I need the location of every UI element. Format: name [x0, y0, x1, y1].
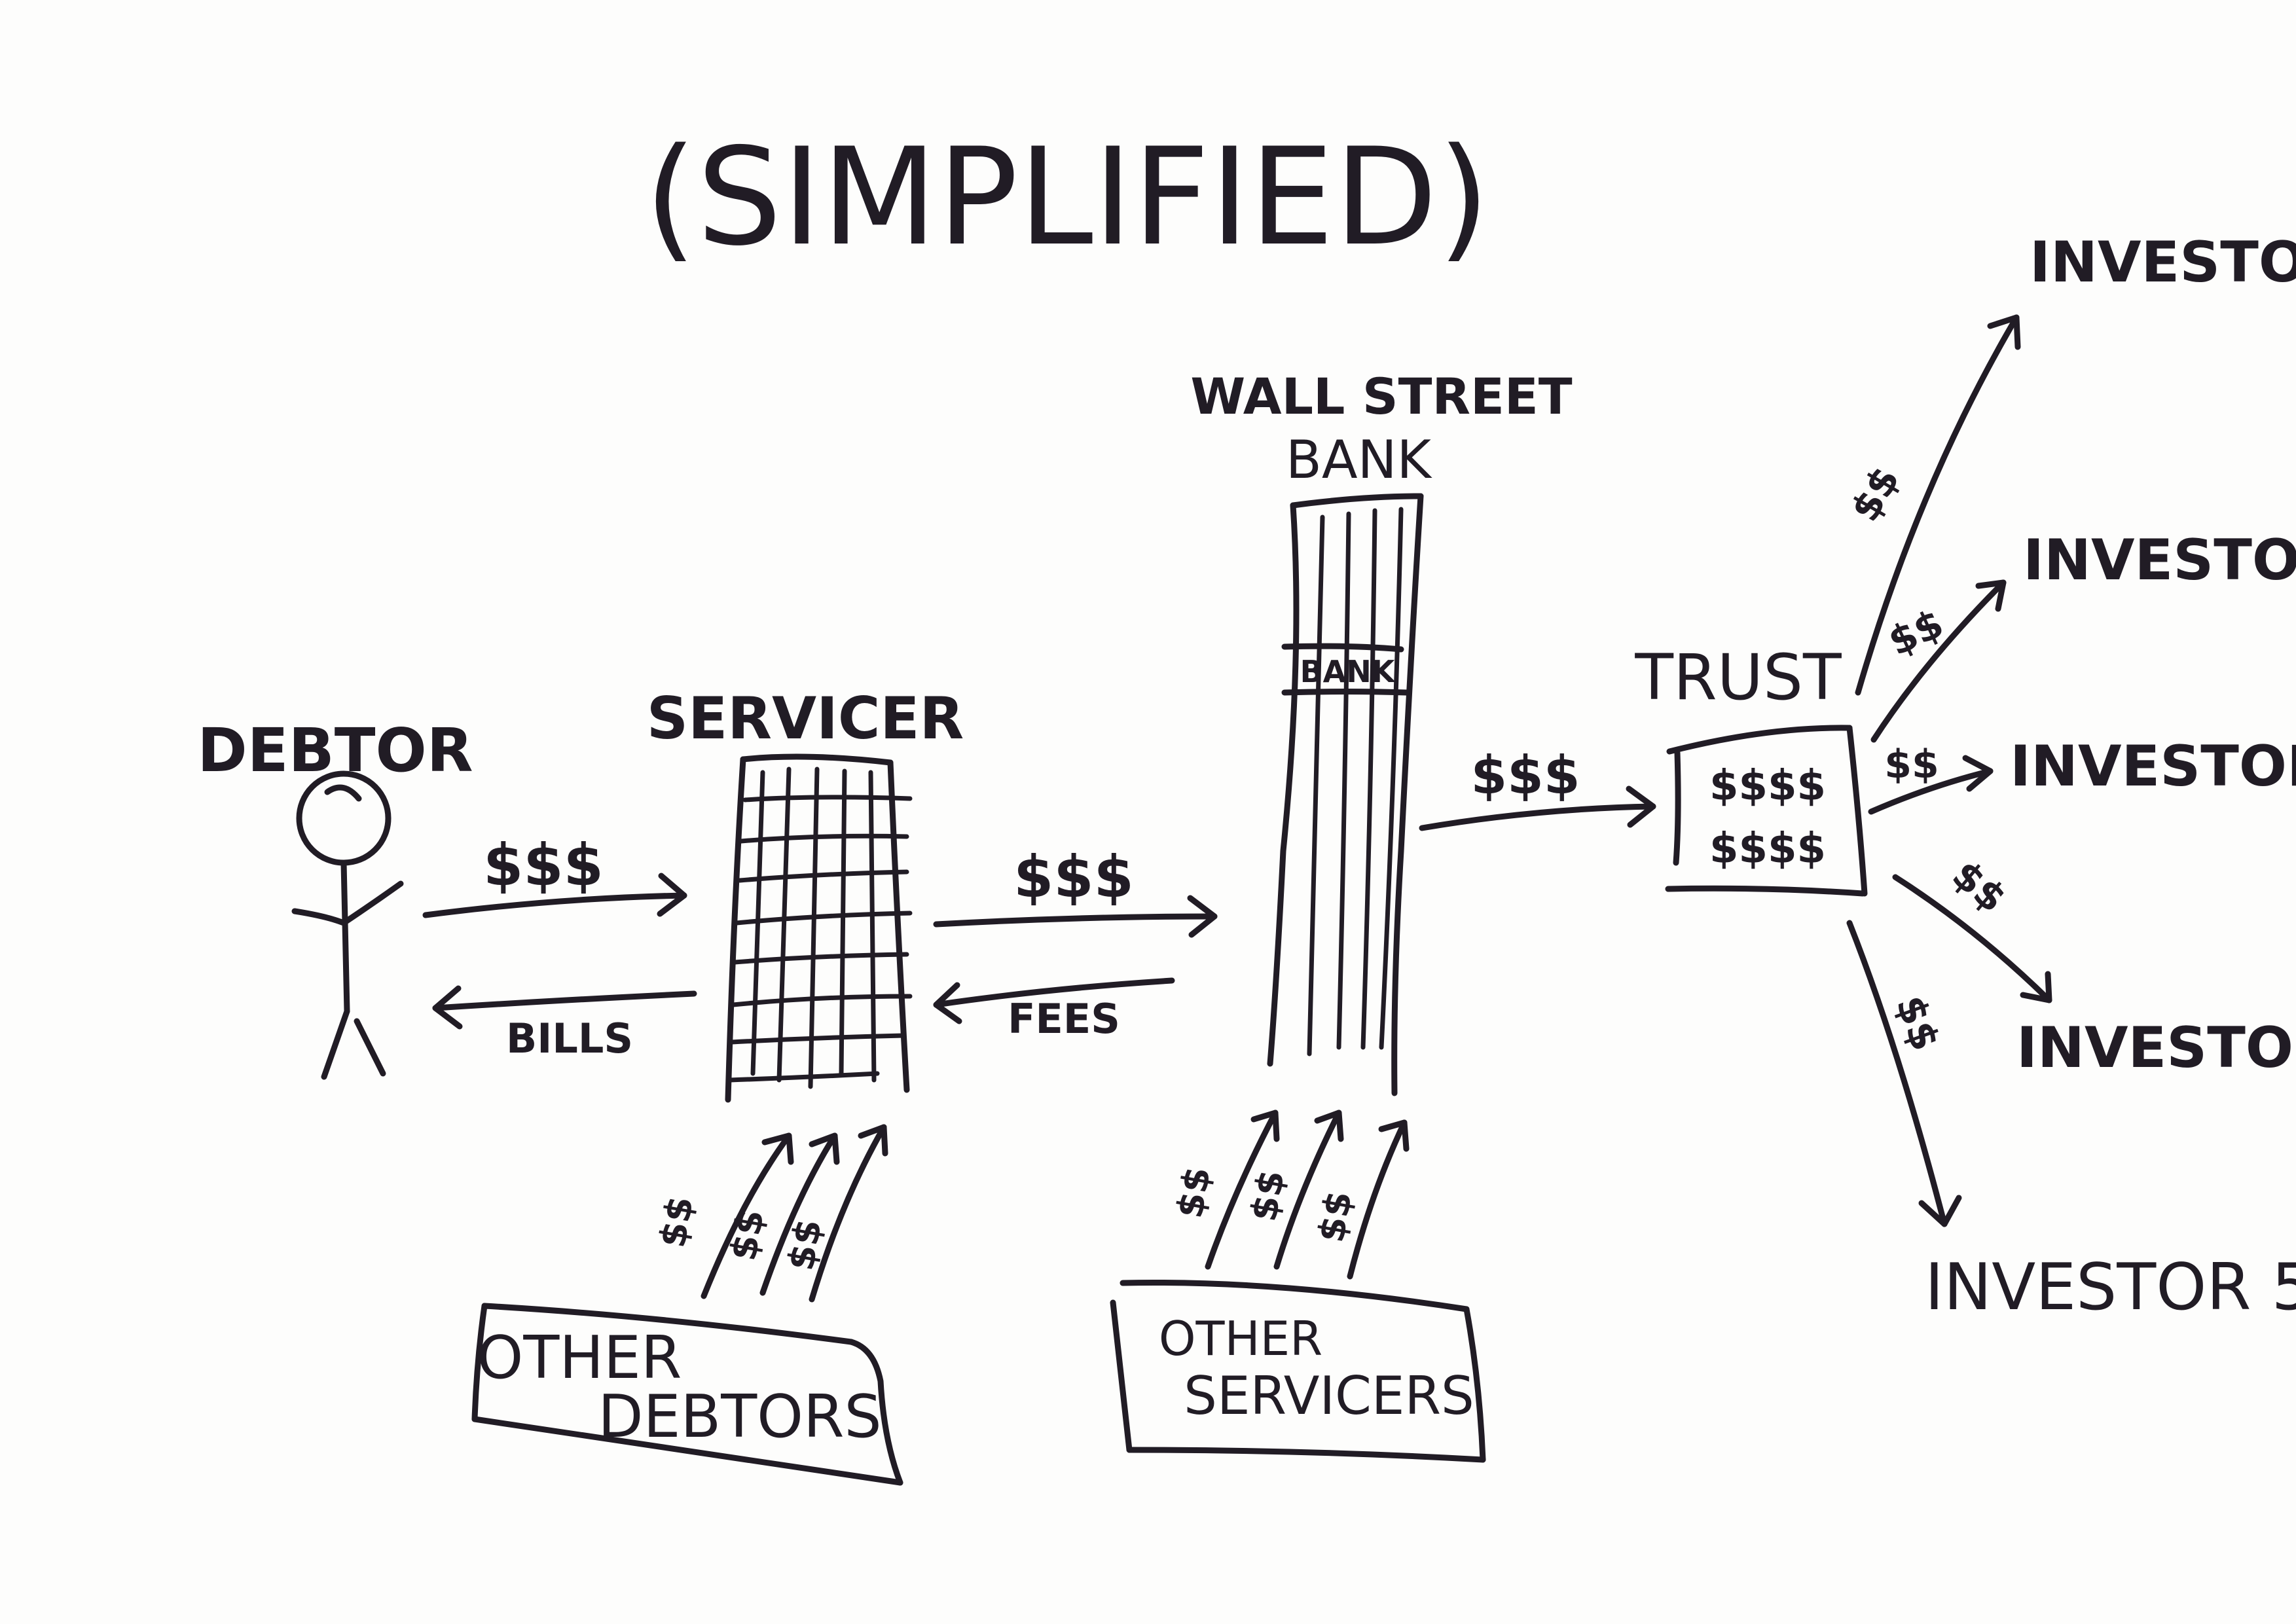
trust-contents-row1: $$$$ — [1709, 762, 1826, 810]
flow-label-bank-to-trust: $$$ — [1471, 745, 1580, 806]
arrow-servicer-to-bank — [933, 895, 1218, 938]
trust-contents-row2: $$$$ — [1709, 825, 1826, 873]
investor-2-label: INVESTOR 2 — [2023, 528, 2296, 593]
arrow-debtor-to-servicer — [422, 873, 687, 918]
servicer-building-icon — [725, 753, 913, 1103]
other-servicers-box — [1110, 1280, 1486, 1463]
trust-label: TRUST — [1634, 641, 1842, 714]
bank-label-line1: WALL STREET — [1190, 367, 1572, 425]
flow-label-other-servicers-2: $$ — [1243, 1167, 1294, 1225]
arrows-other-debtors-to-servicer — [701, 1124, 888, 1303]
arrow-trust-to-investor-4 — [1892, 874, 2052, 1003]
other-debtors-label-line1: OTHER — [477, 1324, 682, 1392]
arrow-servicer-to-debtor — [432, 985, 697, 1030]
arrow-bank-to-servicer — [933, 977, 1175, 1024]
flow-label-trust-to-investor-3: $$ — [1884, 742, 1939, 787]
arrow-trust-to-investor-1 — [1855, 314, 2021, 696]
flow-label-other-servicers-3: $$ — [1310, 1188, 1361, 1246]
arrows-other-servicers-to-bank — [1205, 1110, 1410, 1280]
arrow-trust-to-investor-3 — [1868, 755, 1994, 815]
investor-4-label: INVESTOR 4 — [2016, 1015, 2296, 1081]
other-servicers-label-line2: SERVICERS — [1184, 1365, 1474, 1426]
arrow-trust-to-investor-2 — [1870, 579, 2007, 743]
flow-label-servicer-to-bank: $$$ — [1013, 843, 1134, 911]
flow-label-debtor-to-servicer: $$$ — [483, 831, 604, 899]
flow-label-other-debtors-1: $$ — [651, 1193, 702, 1251]
trust-box — [1665, 725, 1868, 897]
bank-label-line2: BANK — [1286, 429, 1432, 490]
diagram-title: (SIMPLIFIED) — [644, 120, 1489, 276]
other-debtors-box — [471, 1303, 903, 1486]
other-servicers-label-line1: OTHER — [1159, 1311, 1322, 1366]
servicer-label: SERVICER — [647, 685, 964, 752]
debtor-figure-icon — [291, 770, 404, 1080]
flow-label-other-servicers-1: $$ — [1169, 1164, 1220, 1221]
other-debtors-label-line2: DEBTORS — [598, 1382, 881, 1451]
flow-label-trust-to-investor-4: $$ — [1943, 852, 2014, 922]
flow-label-servicer-to-debtor: BILLS — [506, 1015, 633, 1062]
investor-1-label: INVESTOR 1 — [2030, 230, 2296, 295]
bank-sign-label: BANK — [1300, 654, 1396, 689]
investor-3-label: INVESTOR 3 — [2010, 734, 2296, 799]
flow-label-trust-to-investor-1: $$ — [1842, 459, 1908, 529]
arrow-bank-to-trust — [1419, 785, 1656, 831]
investor-5-label: INVESTOR 5 — [1925, 1250, 2296, 1325]
flow-label-other-debtors-2: $$ — [722, 1206, 773, 1264]
bank-tower-icon — [1267, 493, 1424, 1096]
flow-label-other-debtors-3: $$ — [780, 1216, 831, 1274]
flow-label-bank-to-servicer: FEES — [1008, 995, 1120, 1043]
arrow-trust-to-investor-5 — [1846, 920, 1962, 1227]
